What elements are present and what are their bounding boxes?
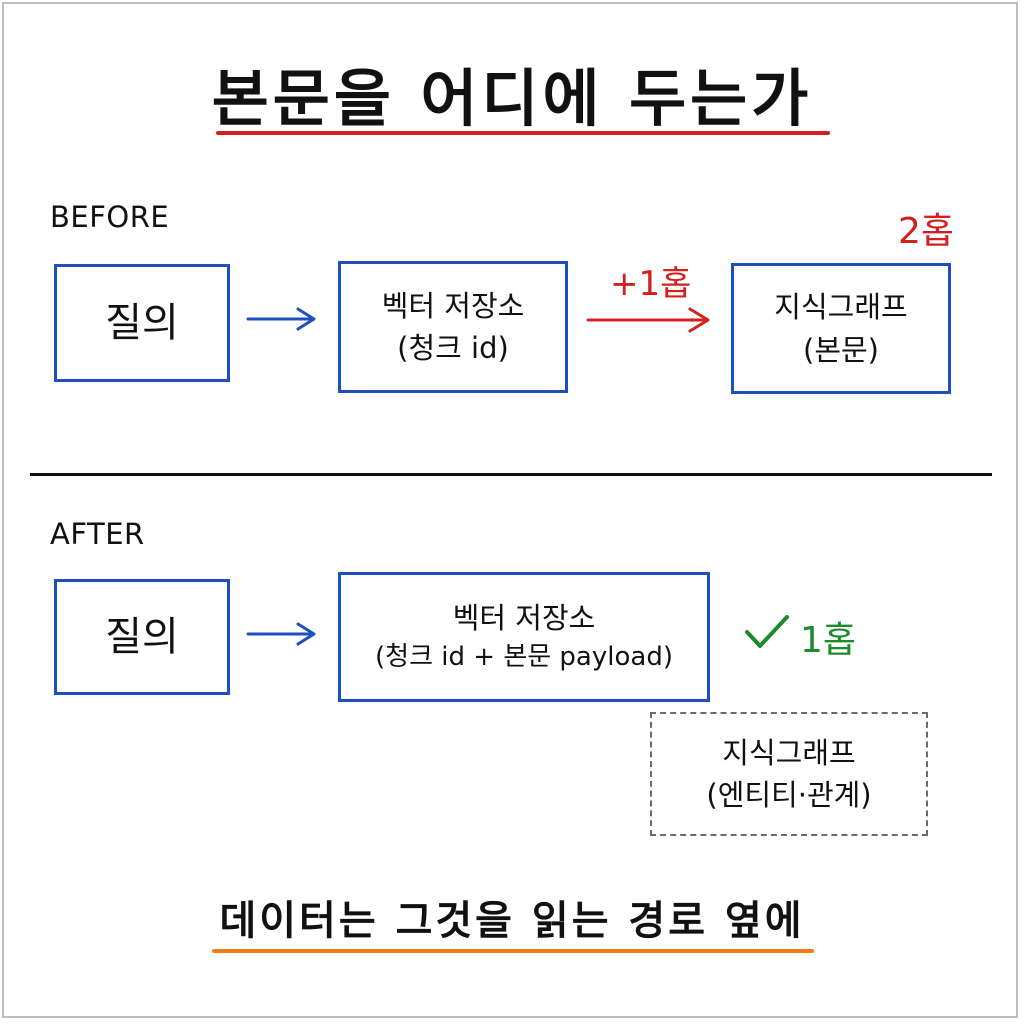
footer-underline [212,949,814,953]
after-knowledge-graph-subtitle: (엔티티·관계) [706,778,872,812]
page-title: 본문을 어디에 두는가 [211,62,813,135]
after-knowledge-graph-title: 지식그래프 [722,735,856,770]
before-query-box: 질의 [54,264,230,382]
before-knowledge-graph-subtitle: (본문) [803,332,879,367]
before-extra-hop-label: +1홉 [610,264,692,304]
before-vector-store-box: 벡터 저장소 (청크 id) [338,261,568,393]
before-total-hops: 2홉 [898,211,955,252]
after-query-box: 질의 [54,579,230,695]
title-underline [216,131,830,135]
after-label: AFTER [50,517,145,551]
check-icon [745,615,789,648]
before-knowledge-graph-box: 지식그래프 (본문) [731,263,951,394]
before-vector-store-title: 벡터 저장소 [381,288,525,323]
after-vector-store-box: 벡터 저장소 (청크 id + 본문 payload) [338,572,710,702]
after-query-label: 질의 [105,614,179,660]
before-query-label: 질의 [105,300,179,346]
before-arrow-query-to-vector [246,307,316,331]
after-vector-store-title: 벡터 저장소 [452,601,596,636]
section-divider [30,473,992,476]
after-knowledge-graph-box: 지식그래프 (엔티티·관계) [650,712,928,836]
before-vector-store-subtitle: (청크 id) [397,331,509,365]
after-arrow-query-to-vector [246,622,316,646]
footer-caption: 데이터는 그것을 읽는 경로 옆에 [219,898,805,944]
before-knowledge-graph-title: 지식그래프 [774,290,908,325]
after-total-hops: 1홉 [800,620,857,661]
before-arrow-vector-to-graph [586,307,710,333]
after-vector-store-subtitle: (청크 id + 본문 payload) [375,642,673,673]
before-label: BEFORE [50,200,170,234]
